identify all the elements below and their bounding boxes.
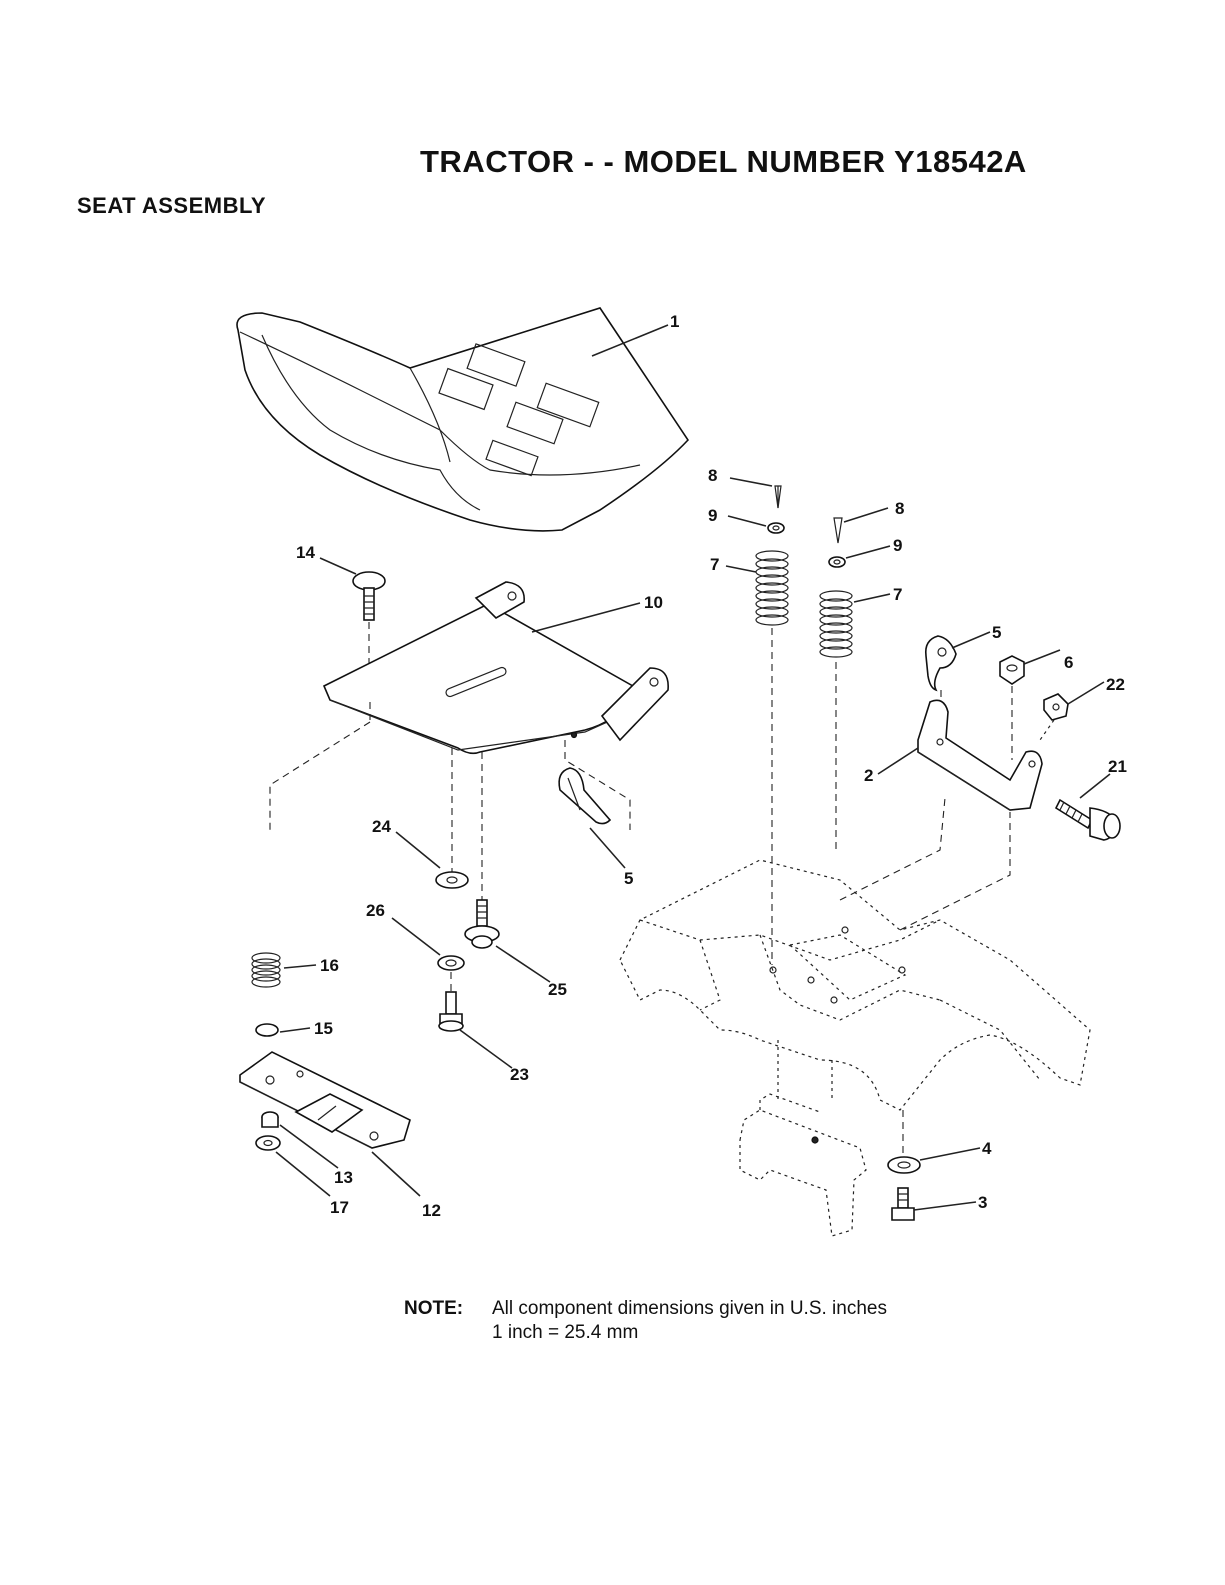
callout-4: 4 (982, 1139, 992, 1158)
bracket-illustration (918, 700, 1042, 810)
bolt-21-illustration (1056, 800, 1120, 840)
note-line-1: All component dimensions given in U.S. i… (492, 1298, 887, 1319)
callout-2: 2 (864, 766, 873, 785)
note-label: NOTE: (404, 1297, 492, 1321)
nut-13-illustration (262, 1112, 278, 1127)
callout-7-right: 7 (893, 585, 902, 604)
callout-16: 16 (320, 956, 339, 975)
callout-24: 24 (372, 817, 391, 836)
callout-12: 12 (422, 1201, 441, 1220)
note-line-2: 1 inch = 25.4 mm (404, 1321, 887, 1345)
nut-22-illustration (1044, 694, 1068, 720)
slide-plate-illustration (240, 1052, 410, 1148)
callout-23: 23 (510, 1065, 529, 1084)
spring-16-illustration (252, 953, 280, 987)
screw-25-illustration (465, 900, 499, 948)
washer-24-illustration (436, 872, 468, 888)
spring-right-illustration (820, 518, 852, 657)
callout-10: 10 (644, 593, 663, 612)
seat-pan-illustration (324, 582, 668, 753)
callout-9-right: 9 (893, 536, 902, 555)
knob-5-illustration (926, 636, 956, 690)
seat-illustration (237, 308, 688, 531)
callout-15: 15 (314, 1019, 333, 1038)
tractor-frame-illustration (620, 860, 1090, 1236)
callout-25: 25 (548, 980, 567, 999)
callout-5-knob: 5 (992, 623, 1001, 642)
spring-left-illustration (756, 486, 788, 625)
callout-26: 26 (366, 901, 385, 920)
callout-13: 13 (334, 1168, 353, 1187)
washer-26-illustration (438, 956, 464, 970)
callout-5-clip: 5 (624, 869, 633, 888)
washer-17-illustration (256, 1136, 280, 1150)
callout-14: 14 (296, 543, 315, 562)
callout-1: 1 (670, 312, 679, 331)
callout-6: 6 (1064, 653, 1073, 672)
bolt-23-illustration (439, 992, 463, 1031)
callout-9-left: 9 (708, 506, 717, 525)
callout-8-left: 8 (708, 466, 717, 485)
washer-4-illustration (888, 1157, 920, 1173)
nut-6-illustration (1000, 656, 1024, 684)
bolt-3-illustration (892, 1188, 914, 1220)
clip-illustration (559, 768, 610, 824)
callout-3: 3 (978, 1193, 987, 1212)
callout-22: 22 (1106, 675, 1125, 694)
ring-15-illustration (256, 1024, 278, 1036)
callout-8-right: 8 (895, 499, 904, 518)
callout-17: 17 (330, 1198, 349, 1217)
carriage-bolt-illustration (353, 572, 385, 620)
callout-7-left: 7 (710, 555, 719, 574)
dimension-note: NOTE:All component dimensions given in U… (404, 1297, 887, 1345)
callout-21: 21 (1108, 757, 1127, 776)
